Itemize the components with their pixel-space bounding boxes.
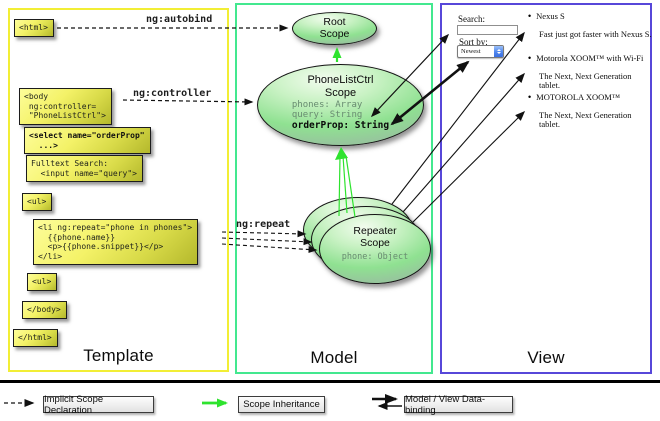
- root-scope-title: Root Scope: [319, 16, 350, 40]
- search-label: Search:: [458, 14, 485, 24]
- phone-item-title: Motorola XOOM™ with Wi-Fi: [536, 53, 644, 63]
- phone-item-desc: The Next, Next Generation tablet.: [539, 71, 632, 90]
- legend-scope-inheritance: Scope Inheritance: [238, 396, 325, 413]
- code-box-ul-close: <ul>: [27, 273, 58, 291]
- repeater-scope-title: Repeater Scope: [353, 225, 397, 249]
- model-panel: Model: [235, 3, 433, 374]
- legend-implicit-scope: Implicit Scope Declaration: [43, 394, 154, 416]
- template-panel-label: Template: [83, 346, 154, 365]
- phonelistctrl-scope-title: PhoneListCtrl Scope: [307, 74, 374, 99]
- view-panel-label: View: [527, 348, 565, 367]
- prop-phone: phone: Object: [341, 252, 409, 262]
- search-input[interactable]: [457, 25, 518, 35]
- phone-item-title: Nexus S: [536, 11, 565, 21]
- label-ng-autobind: ng:autobind: [146, 14, 213, 25]
- label-ng-repeat: ng:repeat: [236, 219, 291, 230]
- code-box-html-open: <html>: [14, 19, 54, 37]
- phonelistctrl-scope-ellipse: PhoneListCtrl Scope phones: Array query:…: [257, 64, 424, 146]
- code-box-li-repeat: <li ng:repeat="phone in phones"> {{phone…: [33, 219, 199, 265]
- phone-list-item: • MOTOROLA XOOM™ The Next, Next Generati…: [528, 93, 653, 129]
- code-box-fulltext: Fulltext Search: <input name="query">: [26, 155, 143, 182]
- legend-data-binding: Model / View Data-binding: [404, 394, 513, 416]
- bullet-icon: •: [528, 11, 532, 21]
- code-box-html-close: </html>: [13, 329, 58, 347]
- phone-list-item: • Nexus S Fast just got faster with Nexu…: [528, 12, 653, 39]
- legend-divider: [0, 380, 660, 383]
- code-box-body-close: </body>: [22, 301, 67, 319]
- code-box-ul-open: <ul>: [22, 193, 53, 211]
- sort-dropdown-value: Newest: [461, 48, 481, 55]
- prop-query: query: String: [291, 109, 363, 120]
- repeater-scope-ellipse-front: Repeater Scope phone: Object: [319, 214, 431, 284]
- phone-item-desc: Fast just got faster with Nexus S.: [539, 29, 652, 39]
- phone-item-desc: The Next, Next Generation tablet.: [539, 110, 632, 129]
- prop-orderprop: orderProp: String: [291, 120, 390, 131]
- root-scope-ellipse: Root Scope: [292, 12, 377, 45]
- label-ng-controller: ng:controller: [133, 88, 212, 99]
- bullet-icon: •: [528, 53, 532, 63]
- sort-dropdown[interactable]: Newest: [457, 45, 504, 58]
- dropdown-stepper-icon: [494, 46, 503, 57]
- phone-list-item: • Motorola XOOM™ with Wi-Fi The Next, Ne…: [528, 54, 653, 90]
- prop-phones: phones: Array: [291, 100, 363, 110]
- bullet-icon: •: [528, 92, 532, 102]
- code-box-body-open: <body ng:controller= "PhoneListCtrl">: [19, 88, 112, 125]
- phone-item-title: MOTOROLA XOOM™: [536, 92, 621, 102]
- model-panel-label: Model: [310, 348, 358, 367]
- code-box-select: <select name="orderProp" ...>: [24, 127, 151, 154]
